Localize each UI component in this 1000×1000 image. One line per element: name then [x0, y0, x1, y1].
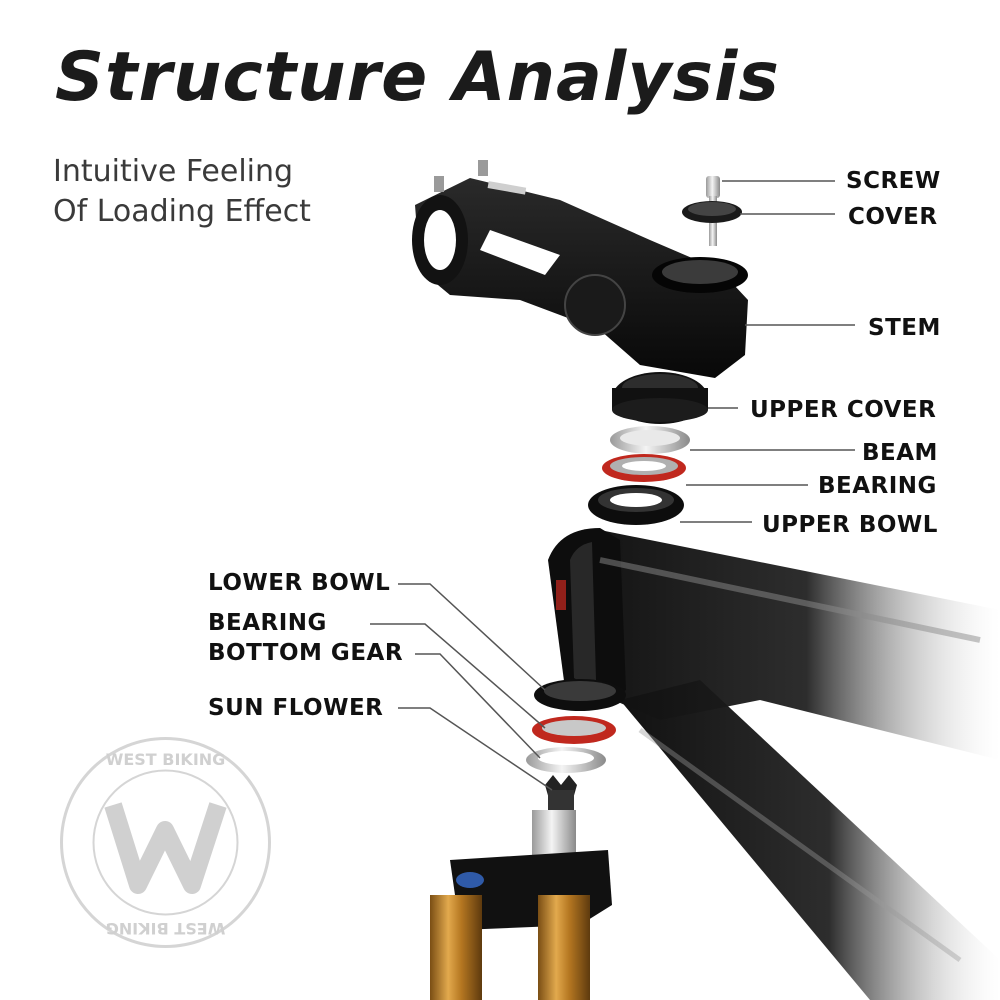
label-sun-flower: SUN FLOWER — [208, 695, 384, 721]
beam-part — [610, 426, 690, 454]
svg-text:WEST BIKING: WEST BIKING — [106, 750, 226, 769]
right-leader-lines — [680, 180, 855, 523]
page-title: Structure Analysis — [55, 38, 780, 117]
top-cap-cover — [682, 201, 742, 223]
label-screw: SCREW — [846, 168, 941, 194]
leader-lower-bearing — [370, 623, 546, 729]
upper-bowl-part — [588, 485, 684, 525]
bottom-gear-part — [526, 747, 606, 773]
leader-lower-bowl — [398, 583, 546, 691]
label-bearing-upper: BEARING — [818, 473, 937, 499]
lower-bowl-part — [534, 679, 626, 711]
label-beam: BEAM — [862, 440, 938, 466]
label-stem: STEM — [868, 315, 941, 341]
label-bearing-lower: BEARING — [208, 610, 327, 636]
stem — [412, 160, 748, 378]
upper-bearing-part — [602, 454, 686, 482]
leader-bottom-gear — [415, 653, 541, 759]
label-cover: COVER — [848, 204, 938, 230]
label-upper-cover: UPPER COVER — [750, 397, 937, 423]
subtitle-line-1: Intuitive Feeling — [53, 154, 294, 189]
page-subtitle: Intuitive Feeling Of Loading Effect — [53, 152, 311, 232]
brand-watermark-logo: WEST BIKING WEST BIKING — [60, 737, 271, 948]
label-bottom-gear: BOTTOM GEAR — [208, 640, 404, 666]
bike-frame — [548, 528, 1000, 1000]
svg-text:WEST BIKING: WEST BIKING — [106, 919, 226, 938]
left-leader-lines — [370, 583, 553, 791]
label-lower-bowl: LOWER BOWL — [208, 570, 391, 596]
leader-sun-flower — [398, 707, 553, 791]
upper-cover-part — [612, 372, 708, 424]
subtitle-line-2: Of Loading Effect — [53, 194, 311, 229]
sun-flower-part — [545, 775, 577, 810]
lower-bearing-part — [532, 716, 616, 744]
suspension-fork — [430, 810, 612, 1000]
label-upper-bowl: UPPER BOWL — [762, 512, 938, 538]
